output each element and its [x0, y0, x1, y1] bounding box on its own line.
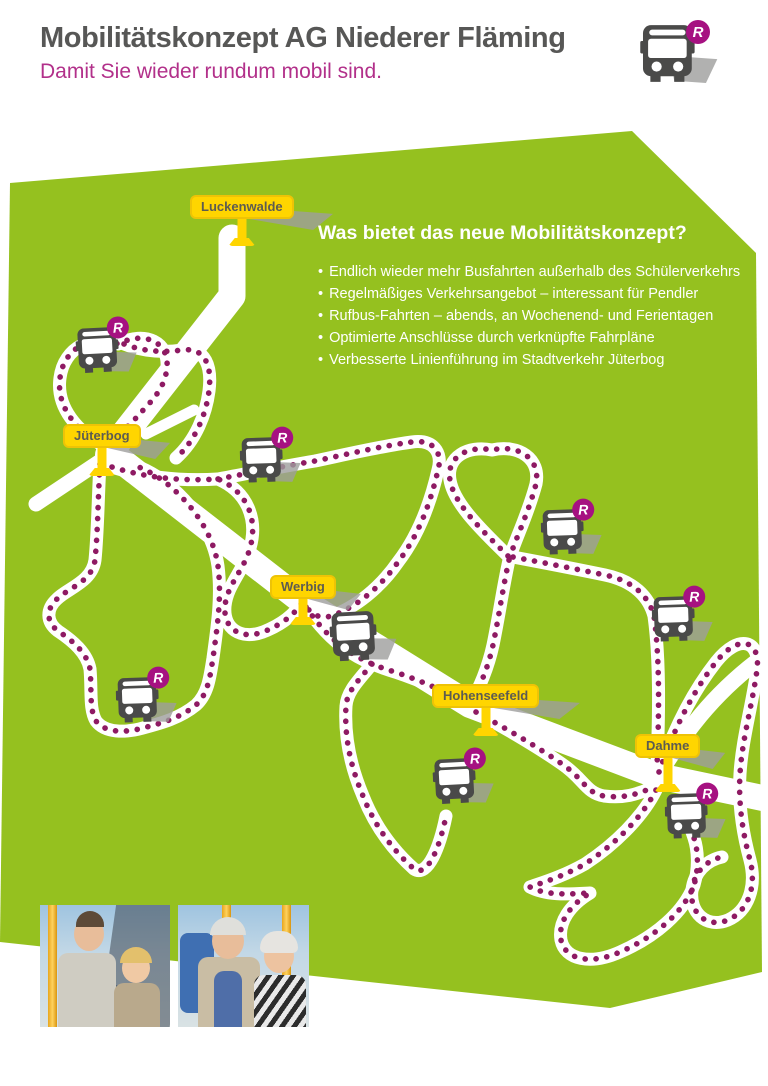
town-sign-jueterbog: Jüterbog	[63, 424, 171, 476]
town-label: Werbig	[270, 575, 336, 599]
town-sign-hohenseefeld: Hohenseefeld	[432, 684, 580, 736]
town-label: Jüterbog	[63, 424, 141, 448]
rufbus-marker: R	[115, 666, 181, 724]
page-subtitle: Damit Sie wieder rundum mobil sind.	[40, 60, 382, 83]
benefit-item: •Rufbus-Fahrten – abends, an Wochenend- …	[318, 308, 714, 324]
sign-post	[298, 599, 308, 618]
town-sign-werbig: Werbig	[270, 575, 361, 625]
sign-foot	[472, 728, 500, 736]
route-dots	[46, 335, 761, 962]
town-label: Hohenseefeld	[432, 684, 540, 708]
sign-foot	[88, 468, 116, 476]
bus-icon	[329, 608, 402, 663]
photo-senior-couple-bus	[178, 905, 309, 1027]
rufbus-marker: R	[432, 746, 498, 805]
photo-father-child-bus	[40, 905, 170, 1027]
benefit-item: •Verbesserte Linienführung im Stadtverke…	[318, 352, 665, 368]
benefit-item: •Regelmäßiges Verkehrsangebot – interess…	[318, 286, 699, 302]
benefit-item: •Optimierte Anschlüsse durch verknüpfte …	[318, 330, 655, 346]
benefits-heading: Was bietet das neue Mobilitätskonzept?	[318, 222, 687, 244]
sign-foot	[289, 617, 317, 625]
sign-post	[97, 448, 107, 469]
bullet-icon: •	[318, 308, 324, 324]
rufbus-marker: R	[75, 315, 141, 374]
benefit-item: •Endlich wieder mehr Busfahrten außerhal…	[318, 264, 741, 280]
rufbus-badge-icon: R	[686, 20, 710, 44]
town-sign-dahme: Dahme	[635, 734, 726, 792]
sign-post	[663, 758, 673, 785]
town-label: Luckenwalde	[190, 195, 294, 219]
rufbus-logo: R	[640, 20, 722, 83]
bullet-icon: •	[318, 286, 324, 302]
rufbus-marker: R	[664, 782, 730, 840]
sign-foot	[228, 238, 256, 246]
rufbus-marker: R	[239, 426, 305, 484]
rufbus-marker: R	[540, 498, 606, 556]
bullet-icon: •	[318, 264, 324, 280]
benefits-panel: Was bietet das neue Mobilitätskonzept? •…	[318, 222, 754, 371]
town-label: Dahme	[635, 734, 701, 758]
benefits-list: •Endlich wieder mehr Busfahrten außerhal…	[318, 261, 754, 371]
sign-post	[237, 219, 247, 239]
rufbus-marker: R	[651, 585, 717, 643]
bullet-icon: •	[318, 330, 324, 346]
bullet-icon: •	[318, 352, 324, 368]
sign-foot	[654, 784, 682, 792]
town-sign-luckenwalde: Luckenwalde	[190, 195, 334, 246]
page-title: Mobilitätskonzept AG Niederer Fläming	[40, 22, 566, 54]
bus-marker	[329, 608, 402, 663]
sign-post	[481, 708, 491, 729]
